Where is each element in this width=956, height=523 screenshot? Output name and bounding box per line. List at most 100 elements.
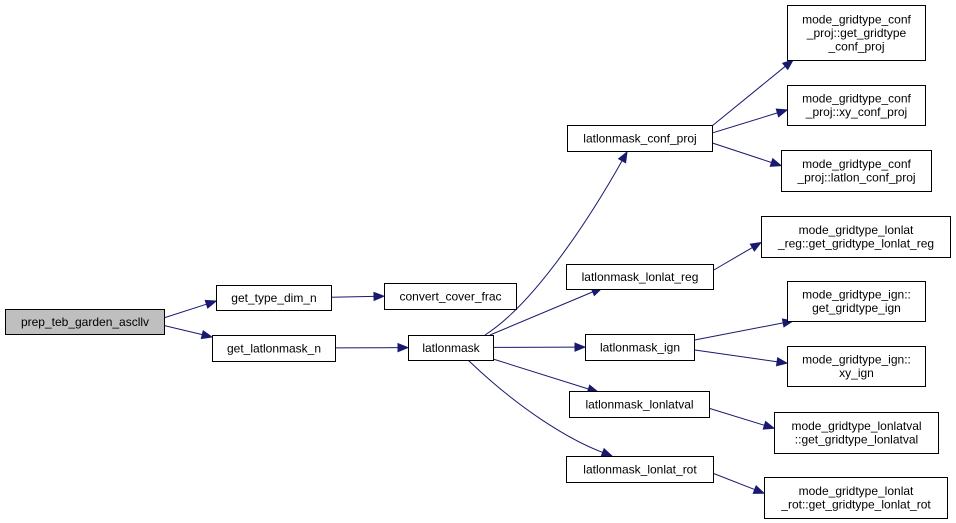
- arrowhead-icon: [752, 484, 766, 494]
- node-label: _conf_proj: [827, 39, 884, 53]
- edge-root-to-get-type-dim-n: [163, 299, 218, 319]
- arrowhead-icon: [373, 291, 386, 302]
- node-box: [566, 264, 714, 290]
- node-latlonmask-ign[interactable]: latlonmask_ign: [585, 334, 695, 361]
- edge-line: [484, 160, 623, 336]
- node-label: latlonmask_ign: [600, 340, 680, 354]
- arrowhead-icon: [762, 420, 776, 430]
- node-latlonmask[interactable]: latlonmask: [408, 335, 494, 361]
- edge-line: [693, 322, 784, 341]
- node-box: [408, 335, 494, 361]
- edge-line: [163, 303, 207, 319]
- edge-latlonmask-lonlat-reg-to-get-gridtype-lonlat-reg: [712, 241, 763, 271]
- node-label: _reg::get_gridtype_lonlat_reg: [777, 237, 934, 251]
- node-box: [216, 285, 332, 311]
- node-box: [787, 5, 926, 61]
- node-get-latlonmask-n[interactable]: get_latlonmask_n: [212, 335, 336, 362]
- node-label: mode_gridtype_conf: [802, 92, 911, 106]
- edge-line: [712, 247, 753, 271]
- node-box: [764, 477, 948, 519]
- edge-line: [163, 324, 203, 336]
- node-label: latlonmask_lonlatval: [585, 397, 693, 411]
- edge-line: [492, 358, 589, 390]
- node-label: mode_gridtype_lonlat: [799, 223, 914, 237]
- node-box: [781, 150, 932, 192]
- node-label: prep_teb_garden_ascllv: [21, 315, 149, 329]
- node-label: ::get_gridtype_lonlatval: [795, 433, 918, 447]
- edge-latlonmask-lonlat-rot-to-get-gridtype-lonlat-rot: [712, 472, 766, 494]
- node-latlon-conf-proj[interactable]: mode_gridtype_conf_proj::latlon_conf_pro…: [781, 150, 932, 192]
- node-latlonmask-conf-proj[interactable]: latlonmask_conf_proj: [567, 125, 713, 152]
- edge-get-type-dim-n-to-convert-cover-frac: [330, 291, 386, 302]
- node-label: convert_cover_frac: [399, 289, 501, 303]
- node-box: [5, 309, 165, 335]
- node-box: [566, 456, 714, 483]
- node-box: [567, 125, 713, 152]
- node-label: latlonmask_lonlat_reg: [582, 270, 699, 284]
- node-xy-conf-proj[interactable]: mode_gridtype_conf_proj::xy_conf_proj: [787, 85, 926, 126]
- edge-latlonmask-ign-to-xy-ign: [693, 349, 789, 367]
- edge-latlonmask-lonlatval-to-get-gridtype-lonlatval: [708, 407, 776, 430]
- edge-line: [489, 291, 593, 336]
- node-label: get_latlonmask_n: [227, 341, 321, 355]
- edge-line: [330, 295, 375, 298]
- edge-latlonmask-conf-proj-to-xy-conf-proj: [711, 108, 789, 134]
- node-box: [569, 391, 710, 418]
- edge-get-latlonmask-n-to-latlonmask: [334, 342, 410, 353]
- node-label: latlonmask: [422, 341, 480, 355]
- node-label: mode_gridtype_conf: [802, 157, 911, 171]
- node-label: _proj::get_gridtype: [806, 26, 907, 40]
- node-get-gridtype-conf-proj[interactable]: mode_gridtype_conf_proj::get_gridtype_co…: [787, 5, 926, 61]
- arrowhead-icon: [600, 447, 614, 457]
- arrowhead-icon: [574, 342, 587, 352]
- node-label: get_gridtype_ign: [812, 301, 901, 315]
- edge-latlonmask-conf-proj-to-get-gridtype-conf-proj: [711, 59, 795, 127]
- node-label: mode_gridtype_ign::: [802, 353, 911, 367]
- edge-latlonmask-to-latlonmask-lonlatval: [492, 358, 600, 394]
- edge-line: [711, 112, 778, 134]
- node-label: latlonmask_lonlat_rot: [583, 462, 697, 476]
- node-label: mode_gridtype_conf: [802, 12, 911, 26]
- node-get-gridtype-lonlat-rot[interactable]: mode_gridtype_lonlat_rot::get_gridtype_l…: [764, 477, 948, 519]
- node-get-type-dim-n[interactable]: get_type_dim_n: [216, 285, 332, 311]
- edges-layer: [163, 59, 795, 494]
- node-xy-ign[interactable]: mode_gridtype_ign::xy_ign: [787, 346, 926, 387]
- node-box: [212, 335, 336, 362]
- arrowhead-icon: [617, 150, 628, 164]
- arrowhead-icon: [200, 329, 214, 340]
- node-box: [384, 283, 517, 310]
- node-convert-cover-frac[interactable]: convert_cover_frac: [384, 283, 517, 310]
- edge-latlonmask-conf-proj-to-latlon-conf-proj: [711, 142, 783, 167]
- node-label: mode_gridtype_lonlat: [799, 484, 914, 498]
- nodes-layer: prep_teb_garden_ascllv get_type_dim_n get_…: [5, 5, 951, 519]
- edge-latlonmask-to-latlonmask-ign: [492, 342, 587, 352]
- edge-line: [712, 472, 755, 491]
- node-box: [787, 281, 926, 322]
- arrowhead-icon: [781, 59, 795, 71]
- edge-root-to-get-latlonmask-n: [163, 324, 214, 340]
- node-label: _proj::xy_conf_proj: [805, 105, 907, 119]
- arrowhead-icon: [204, 299, 218, 309]
- node-get-gridtype-lonlatval[interactable]: mode_gridtype_lonlatval::get_gridtype_lo…: [774, 412, 939, 454]
- node-latlonmask-lonlat-reg[interactable]: latlonmask_lonlat_reg: [566, 264, 714, 290]
- edge-latlonmask-to-latlonmask-lonlat-rot: [467, 359, 614, 457]
- node-latlonmask-lonlatval[interactable]: latlonmask_lonlatval: [569, 391, 710, 418]
- node-label: xy_ign: [839, 366, 874, 380]
- arrowhead-icon: [775, 108, 789, 118]
- node-label: _proj::latlon_conf_proj: [796, 171, 915, 185]
- node-latlonmask-lonlat-rot[interactable]: latlonmask_lonlat_rot: [566, 456, 714, 483]
- node-label: get_type_dim_n: [231, 291, 316, 305]
- node-box: [787, 85, 926, 126]
- node-get-gridtype-ign[interactable]: mode_gridtype_ign::get_gridtype_ign: [787, 281, 926, 322]
- node-box: [585, 334, 695, 361]
- node-box: [787, 346, 926, 387]
- node-get-gridtype-lonlat-reg[interactable]: mode_gridtype_lonlat_reg::get_gridtype_l…: [761, 216, 951, 258]
- edge-latlonmask-to-latlonmask-conf-proj: [484, 150, 628, 336]
- node-label: mode_gridtype_lonlatval: [791, 419, 921, 433]
- node-root[interactable]: prep_teb_garden_ascllv: [5, 309, 165, 335]
- edge-line: [693, 349, 778, 363]
- arrowhead-icon: [769, 157, 783, 167]
- edge-line: [711, 142, 772, 163]
- edge-line: [711, 65, 786, 127]
